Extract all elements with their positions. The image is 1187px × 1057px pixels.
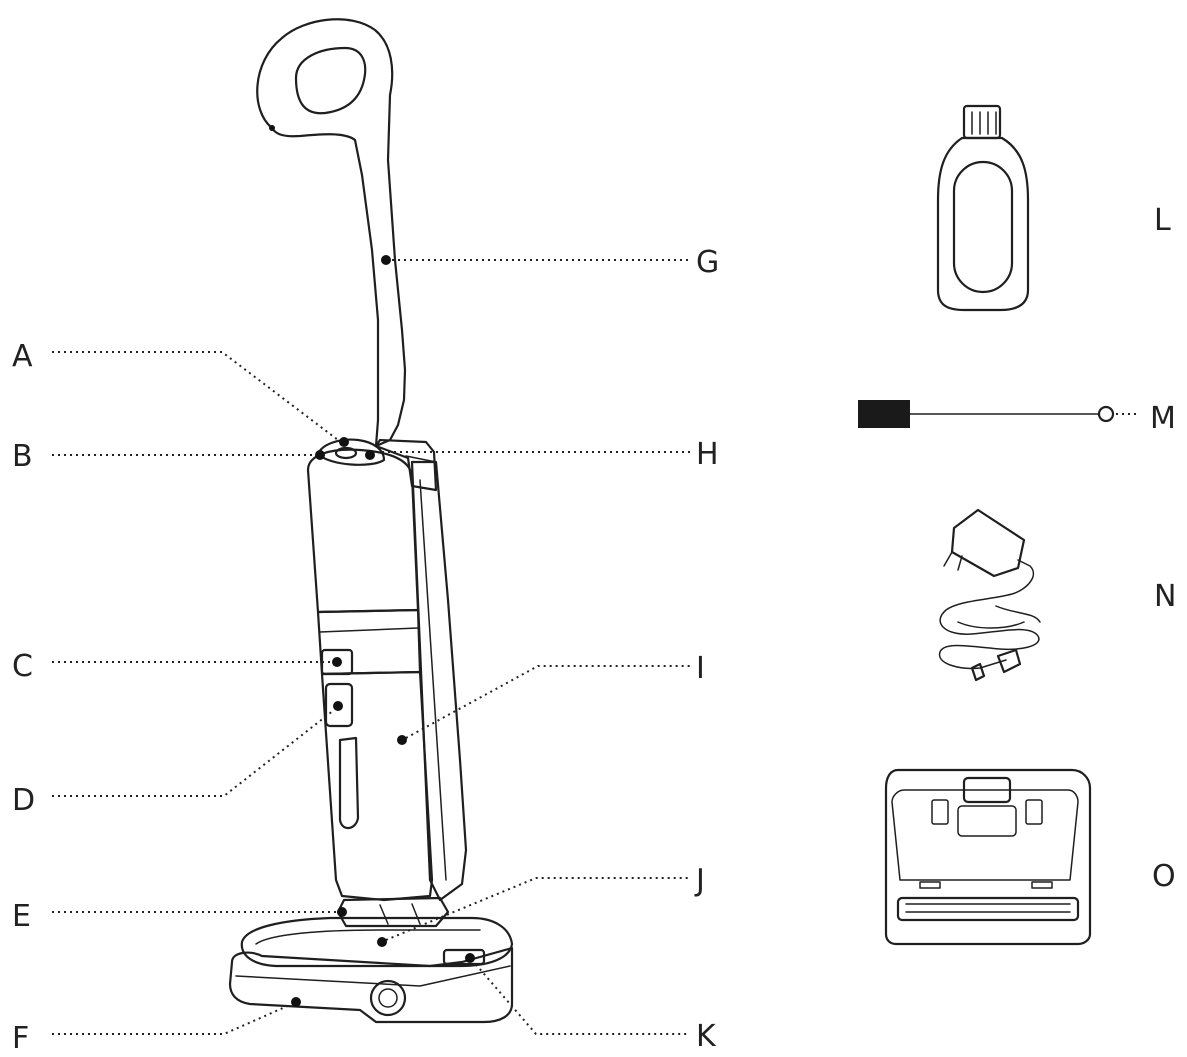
- base-hook: [962, 776, 1012, 804]
- roller-cap-inner: [378, 988, 398, 1008]
- base-outer: [884, 768, 1092, 946]
- brush-loop: [1097, 405, 1115, 423]
- callout-labels: A B C D E F G H I J K L M N O: [12, 203, 1176, 1056]
- marker-b: [315, 450, 325, 460]
- body-collar: [374, 438, 438, 492]
- marker-j: [377, 937, 387, 947]
- marker-g: [381, 255, 391, 265]
- top-cap: [316, 438, 386, 466]
- label-b: B: [12, 439, 33, 474]
- bottle-label: [952, 160, 1014, 294]
- spine-line: [419, 479, 447, 881]
- marker-c: [332, 657, 342, 667]
- handle-grip: [256, 18, 407, 448]
- handle-opening: [294, 46, 367, 115]
- leader-a: [52, 351, 339, 441]
- self-clean-button: [334, 446, 358, 460]
- base-inner: [891, 789, 1079, 881]
- brush-bristles: [858, 400, 910, 428]
- label-o: O: [1152, 859, 1176, 894]
- tank-window: [338, 736, 360, 830]
- leader-j: [385, 877, 690, 941]
- adapter-plug: [996, 648, 1022, 674]
- neck-lines: [379, 903, 421, 925]
- floor-head-cover: [240, 916, 514, 968]
- label-i: I: [696, 651, 705, 686]
- label-d: D: [12, 783, 35, 818]
- roller-cap: [369, 979, 407, 1017]
- adapter-prongs: [943, 551, 963, 571]
- label-f: F: [12, 1021, 29, 1056]
- handle-dot: [269, 125, 275, 131]
- adapter-cable-2: [957, 605, 1041, 629]
- base-tray: [896, 896, 1080, 922]
- charging-base: [884, 768, 1092, 946]
- bottle-cap: [962, 104, 1002, 140]
- marker-e: [337, 907, 347, 917]
- base-socket: [957, 805, 1017, 837]
- marker-f: [291, 997, 301, 1007]
- tank-release-frame: [324, 682, 354, 728]
- tray-lines: [905, 903, 1071, 913]
- label-e: E: [12, 899, 31, 934]
- adapter-body: [950, 508, 1026, 578]
- body-spine: [410, 460, 468, 902]
- label-j: J: [694, 863, 705, 898]
- band-line: [319, 627, 419, 633]
- label-h: H: [696, 437, 719, 472]
- cleaning-brush: [858, 400, 1115, 428]
- roller-release: [442, 948, 486, 966]
- marker-k: [465, 953, 475, 963]
- base-seam: [235, 965, 511, 987]
- label-m: M: [1150, 401, 1176, 436]
- label-l: L: [1154, 203, 1171, 238]
- leader-f: [52, 1003, 293, 1035]
- cleaning-solution-bottle: [936, 104, 1030, 312]
- marker-i: [397, 735, 407, 745]
- label-n: N: [1154, 579, 1176, 614]
- base-contact-left: [931, 799, 949, 825]
- base-foot-left: [919, 881, 941, 889]
- marker-a: [339, 437, 349, 447]
- bottle-body: [936, 136, 1030, 312]
- label-g: G: [696, 245, 719, 280]
- leader-k: [471, 959, 690, 1035]
- cap-ridges: [971, 111, 997, 135]
- base-foot-right: [1031, 881, 1053, 889]
- leader-lines: [52, 255, 1138, 1035]
- floor-head-base: [228, 946, 514, 1024]
- wet-dry-vacuum: [228, 18, 514, 1024]
- leader-d: [52, 709, 335, 797]
- clean-water-tank: [306, 448, 420, 614]
- leader-i: [405, 665, 690, 739]
- marker-b2: [365, 450, 375, 460]
- label-c: C: [12, 649, 33, 684]
- base-contact-right: [1025, 799, 1043, 825]
- adapter-cable: [939, 559, 1040, 670]
- power-adapter: [939, 508, 1041, 682]
- cover-highlight: [255, 929, 481, 945]
- marker-d: [333, 701, 343, 711]
- label-k: K: [696, 1019, 717, 1054]
- label-a: A: [12, 339, 33, 374]
- adapter-connector: [970, 662, 986, 682]
